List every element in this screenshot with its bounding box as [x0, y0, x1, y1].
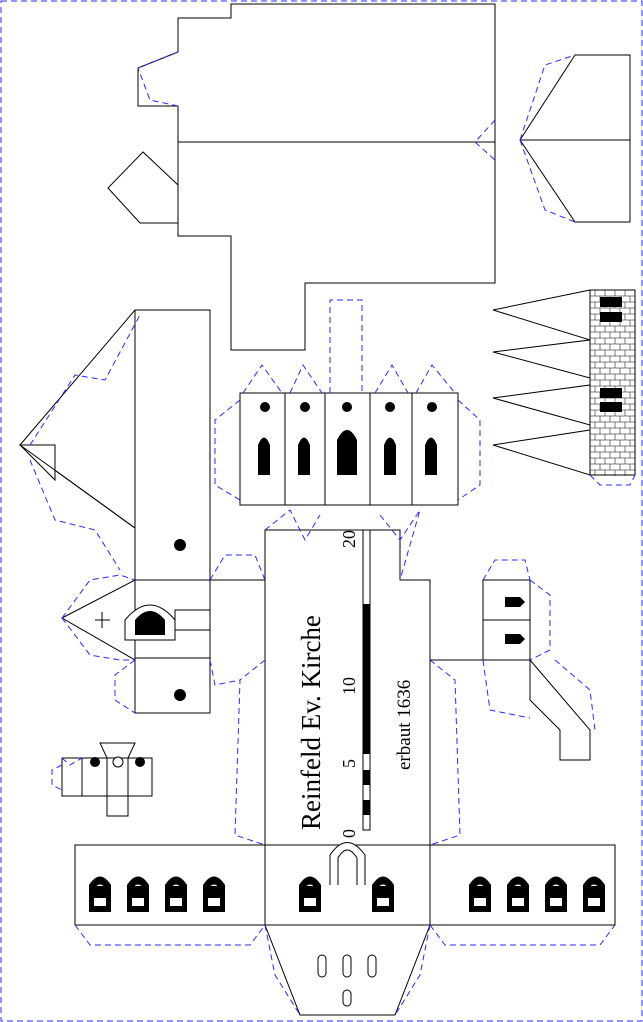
roof-piece: [107, 3, 631, 351]
end-gable-slots: [317, 954, 377, 1007]
title-group: Reinfeld Ev. Kirche: [296, 615, 326, 830]
model-title: Reinfeld Ev. Kirche: [296, 615, 326, 830]
scale-label-0: 0: [339, 829, 359, 838]
subtitle-group: erbaut 1636: [394, 680, 415, 770]
nave-side-wall-bottom: [74, 842, 616, 1016]
scale-label-5: 5: [339, 759, 359, 768]
bottom-window-row: [89, 876, 605, 912]
scale-bar: [362, 529, 371, 831]
tower-spire-strips: [492, 289, 636, 486]
scale-label-10: 10: [339, 677, 359, 695]
left-transept-roof: [18, 309, 211, 581]
west-gable: [60, 574, 211, 661]
scale-label-20: 20: [339, 530, 359, 548]
nave-side-wall-top: [214, 299, 481, 506]
model-subtitle: erbaut 1636: [394, 680, 415, 770]
small-belfry-piece: [51, 742, 153, 817]
